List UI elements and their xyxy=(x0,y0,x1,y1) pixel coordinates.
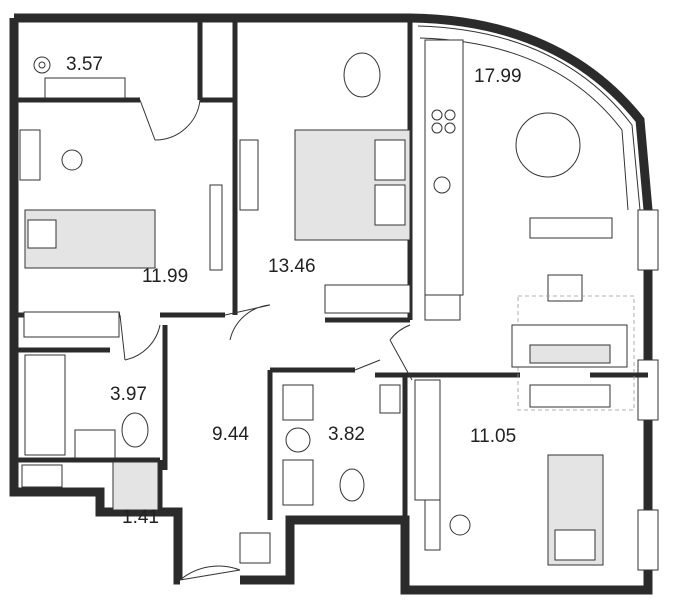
room-area-hallway: 9.44 xyxy=(212,424,249,445)
doors xyxy=(119,99,413,581)
room-area-closet: 1.41 xyxy=(122,507,159,528)
room-area-shower-room: 3.82 xyxy=(328,424,365,445)
outer-walls xyxy=(9,13,659,595)
room-area-bedroom-right: 11.05 xyxy=(470,426,516,447)
room-area-bathroom: 3.97 xyxy=(110,384,147,405)
room-area-kitchen-living: 17.99 xyxy=(474,66,522,87)
room-area-balcony: 3.57 xyxy=(66,54,103,75)
interior-walls xyxy=(14,18,648,520)
room-area-bedroom-center: 13.46 xyxy=(268,256,316,277)
room-labels: 3.57 11.99 13.46 17.99 3.97 9.44 3.82 11… xyxy=(66,54,522,528)
room-area-bedroom-left: 11.99 xyxy=(142,266,188,287)
furniture xyxy=(19,39,635,566)
